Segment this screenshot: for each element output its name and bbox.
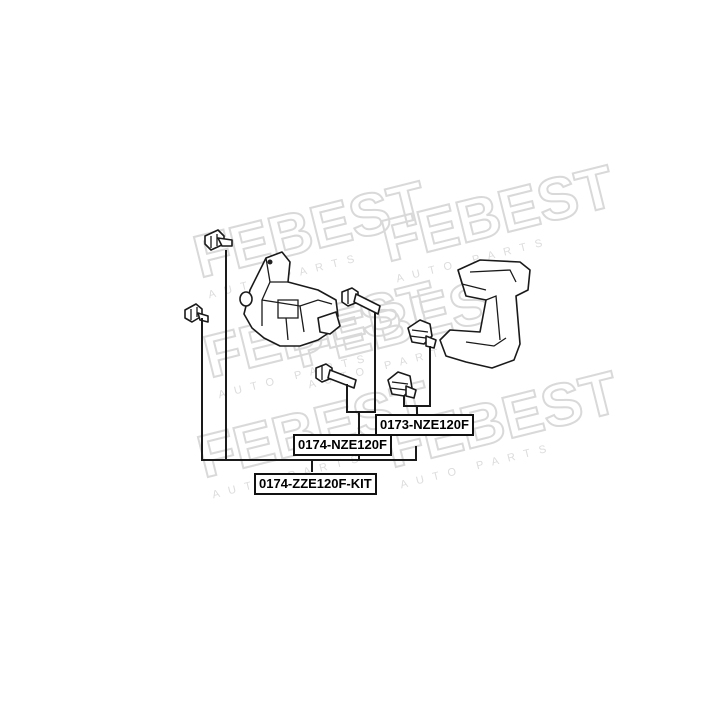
caliper-bracket (439, 259, 531, 369)
guide-pin-lower (315, 363, 357, 389)
caliper-bolt-upper (204, 229, 233, 251)
part-label-0174-NZE120F[interactable]: 0174-NZE120F (293, 434, 392, 456)
guide-bushing-upper (407, 319, 437, 349)
caliper-bolt-lower (184, 303, 209, 323)
guide-bushing-lower (387, 371, 417, 399)
guide-pin-upper (341, 287, 381, 315)
part-label-0173-NZE120F[interactable]: 0173-NZE120F (375, 414, 474, 436)
brake-caliper-body (239, 251, 341, 347)
leader-lines (201, 250, 431, 472)
part-label-0174-ZZE120F-KIT[interactable]: 0174-ZZE120F-KIT (254, 473, 377, 495)
